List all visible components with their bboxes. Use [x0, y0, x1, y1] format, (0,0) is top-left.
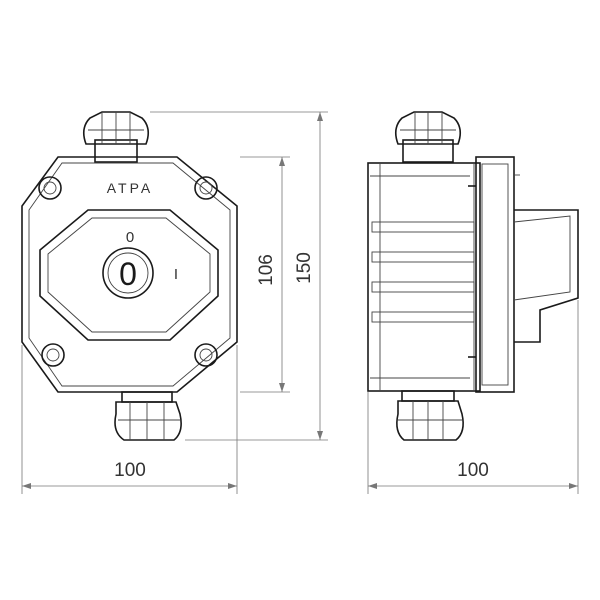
dimension-height-inner: 106 — [240, 156, 290, 393]
switch-panel-inner — [47, 217, 211, 333]
side-housing — [367, 162, 481, 392]
top-cable-gland — [82, 111, 150, 163]
position-off-label: 0 — [126, 229, 134, 246]
side-knob-profile — [513, 174, 579, 343]
screw-bottom-right — [194, 343, 218, 367]
front-view: ATPA 0 I 0 — [21, 111, 238, 441]
housing-outline — [21, 156, 238, 393]
width-front-label: 100 — [114, 460, 146, 481]
height-total-label: 150 — [294, 252, 315, 284]
cooling-ribs — [371, 221, 475, 323]
dimension-width-side: 100 — [367, 300, 579, 494]
housing-inner-outline — [28, 162, 231, 387]
knob-label: 0 — [119, 256, 137, 292]
dimension-width-front: 100 — [21, 345, 238, 494]
screw-bottom-left — [41, 343, 65, 367]
side-top-cable-gland — [394, 111, 462, 163]
width-side-label: 100 — [457, 460, 489, 481]
switch-panel — [39, 209, 219, 341]
screw-top-left — [38, 176, 62, 200]
screw-top-right — [194, 176, 218, 200]
side-bottom-cable-gland — [396, 390, 464, 441]
rotary-knob: 0 — [102, 247, 154, 299]
height-inner-label: 106 — [256, 254, 277, 286]
position-on-label: I — [174, 266, 178, 283]
brand-label: ATPA — [107, 180, 154, 196]
side-flange — [475, 156, 515, 393]
side-view — [367, 111, 579, 441]
dimension-height-total: 150 — [150, 111, 328, 441]
bottom-cable-gland — [114, 391, 182, 441]
